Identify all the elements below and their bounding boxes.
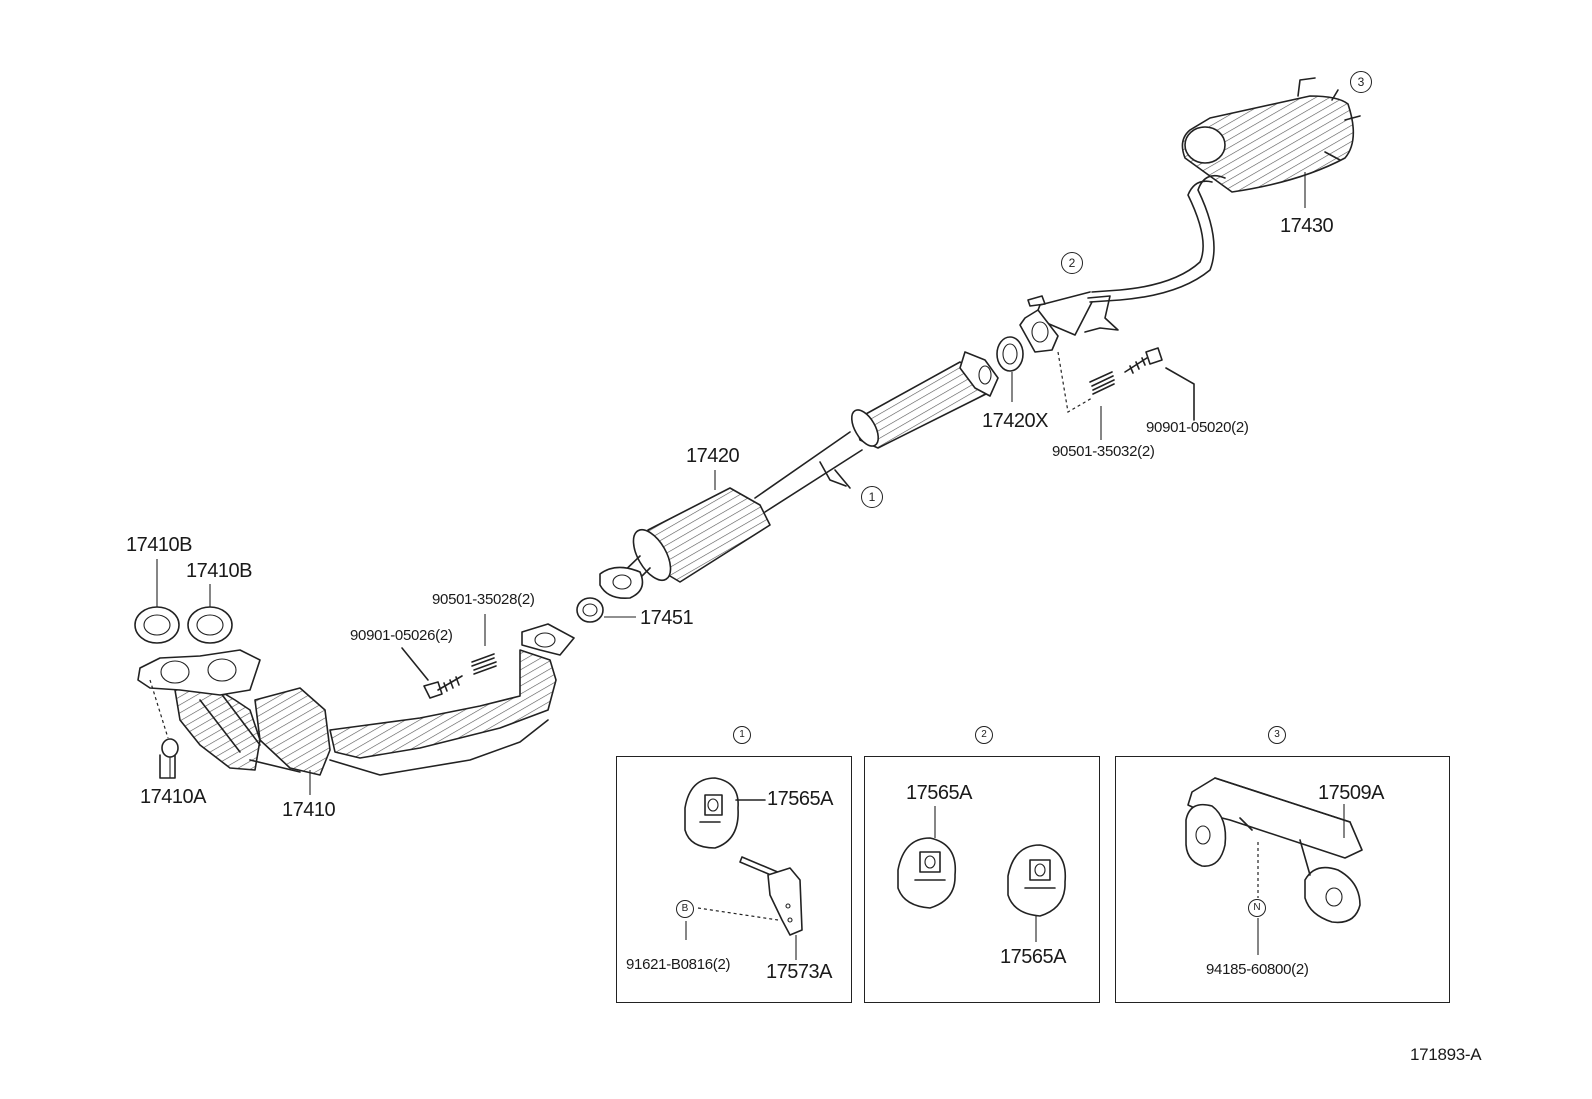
gasket-17420x (996, 336, 1024, 402)
label-17410a: 17410A (140, 786, 206, 808)
label-bolt-05026: 90901-05026(2) (350, 627, 453, 644)
panel2-label-hanger-bottom: 17565A (1000, 946, 1066, 968)
panel3-marker: 3 (1268, 726, 1286, 744)
label-17430: 17430 (1280, 215, 1334, 237)
label-spring-35032: 90501-35032(2) (1052, 443, 1155, 460)
label-17410b-left: 17410B (126, 534, 192, 556)
ref-marker-2: 2 (1061, 252, 1083, 274)
ref-marker-3: 3 (1350, 71, 1372, 93)
panel2-label-hanger-top: 17565A (906, 782, 972, 804)
panel2-marker: 2 (975, 726, 993, 744)
nut-17410a (149, 679, 311, 795)
gasket-17451 (576, 597, 636, 623)
label-17410: 17410 (282, 799, 336, 821)
label-17410b-right: 17410B (186, 560, 252, 582)
figure-id: 171893-A (1410, 1045, 1482, 1064)
panel1-bolt-mark: B (676, 900, 694, 918)
detail-panel-3 (1115, 756, 1450, 1003)
label-spring-35028: 90501-35028(2) (432, 591, 535, 608)
detail-panel-2 (864, 756, 1100, 1003)
panel3-label-nut: 94185-60800(2) (1206, 961, 1309, 978)
label-17420x: 17420X (982, 410, 1048, 432)
panel2-drawings (897, 806, 1067, 942)
panel3-nut-mark: N (1248, 899, 1266, 917)
ref-marker-1: 1 (861, 486, 883, 508)
rear-bolts-springs (1057, 347, 1195, 440)
center-pipe (599, 351, 999, 600)
panel3-drawings (1185, 777, 1363, 955)
panel1-label-bracket: 17573A (766, 961, 832, 983)
detail-panel-1 (616, 756, 852, 1003)
panel1-label-hanger: 17565A (767, 788, 833, 810)
panel3-label-hanger: 17509A (1318, 782, 1384, 804)
front-bolts-springs (401, 614, 497, 699)
leader-lines (714, 172, 1306, 490)
gasket-17410b-pair (134, 559, 233, 644)
panel1-drawings (684, 777, 803, 960)
rear-muffler (1089, 77, 1361, 303)
label-17420: 17420 (686, 445, 740, 467)
panel1-marker: 1 (733, 726, 751, 744)
label-17451: 17451 (640, 607, 694, 629)
front-pipe-converter (137, 623, 575, 779)
rear-pipe-flange (1019, 291, 1119, 353)
label-bolt-05020: 90901-05020(2) (1146, 419, 1249, 436)
panel1-label-bolt: 91621-B0816(2) (626, 956, 731, 973)
